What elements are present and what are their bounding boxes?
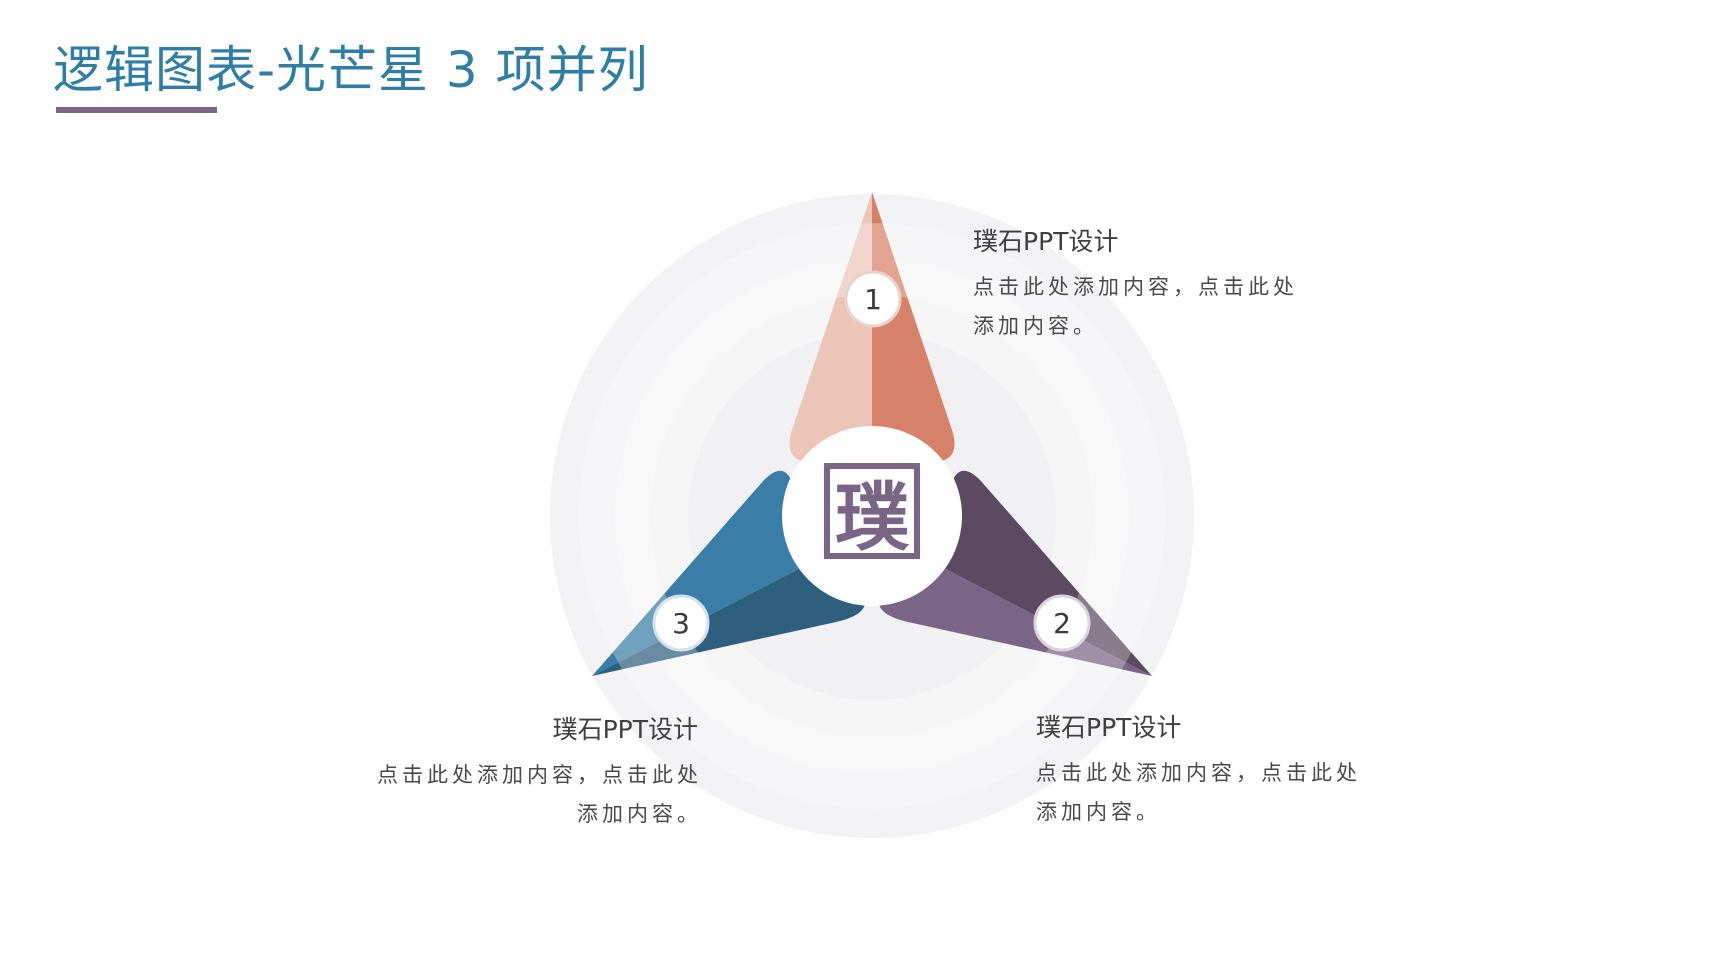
item-1-body: 点击此处添加内容，点击此处 添加内容。 <box>973 268 1353 346</box>
item-2-body-line-1: 点击此处添加内容，点击此处 <box>1036 761 1361 785</box>
item-2-heading: 璞石PPT设计 <box>1036 713 1182 742</box>
petal-2-light-half <box>878 562 1152 676</box>
number-badge-2: 2 <box>1033 594 1091 652</box>
item-3-text: 璞石PPT设计 点击此处添加内容，点击此处 添加内容。 <box>318 710 698 834</box>
item-3-body-line-1: 点击此处添加内容，点击此处 <box>377 763 702 787</box>
item-1-heading: 璞石PPT设计 <box>973 227 1119 256</box>
item-1-body-line-1: 点击此处添加内容，点击此处 <box>973 275 1298 299</box>
petal-3-light-half <box>592 470 812 676</box>
item-1-body-line-2: 添加内容。 <box>973 314 1098 338</box>
item-2-text: 璞石PPT设计 点击此处添加内容，点击此处 添加内容。 <box>1036 708 1416 832</box>
petal-2 <box>878 470 1152 676</box>
item-1-text: 璞石PPT设计 点击此处添加内容，点击此处 添加内容。 <box>973 222 1353 346</box>
logo-frame <box>824 463 920 559</box>
petal-2-dark-half <box>932 470 1152 676</box>
title-underline <box>56 107 217 113</box>
logo-icon: 璞 <box>835 475 910 561</box>
petal-1-light-half <box>789 192 872 462</box>
item-2-body-line-2: 添加内容。 <box>1036 800 1161 824</box>
petal-3-dark-half <box>592 562 866 676</box>
number-label-3: 3 <box>672 607 690 640</box>
petal-1 <box>789 192 955 462</box>
item-3-body: 点击此处添加内容，点击此处 添加内容。 <box>318 756 702 834</box>
item-3-heading: 璞石PPT设计 <box>552 715 698 744</box>
item-2-body: 点击此处添加内容，点击此处 添加内容。 <box>1036 754 1416 832</box>
item-3-body-line-2: 添加内容。 <box>577 802 702 826</box>
overlay-ring <box>579 223 1165 809</box>
petal-3 <box>592 470 866 676</box>
number-badge-1: 1 <box>844 270 902 328</box>
petal-1-dark-half <box>872 192 955 462</box>
page-title: 逻辑图表-光芒星 3 项并列 <box>53 41 649 99</box>
number-label-2: 2 <box>1053 607 1071 640</box>
number-badge-3: 3 <box>652 594 710 652</box>
number-label-1: 1 <box>864 283 882 316</box>
